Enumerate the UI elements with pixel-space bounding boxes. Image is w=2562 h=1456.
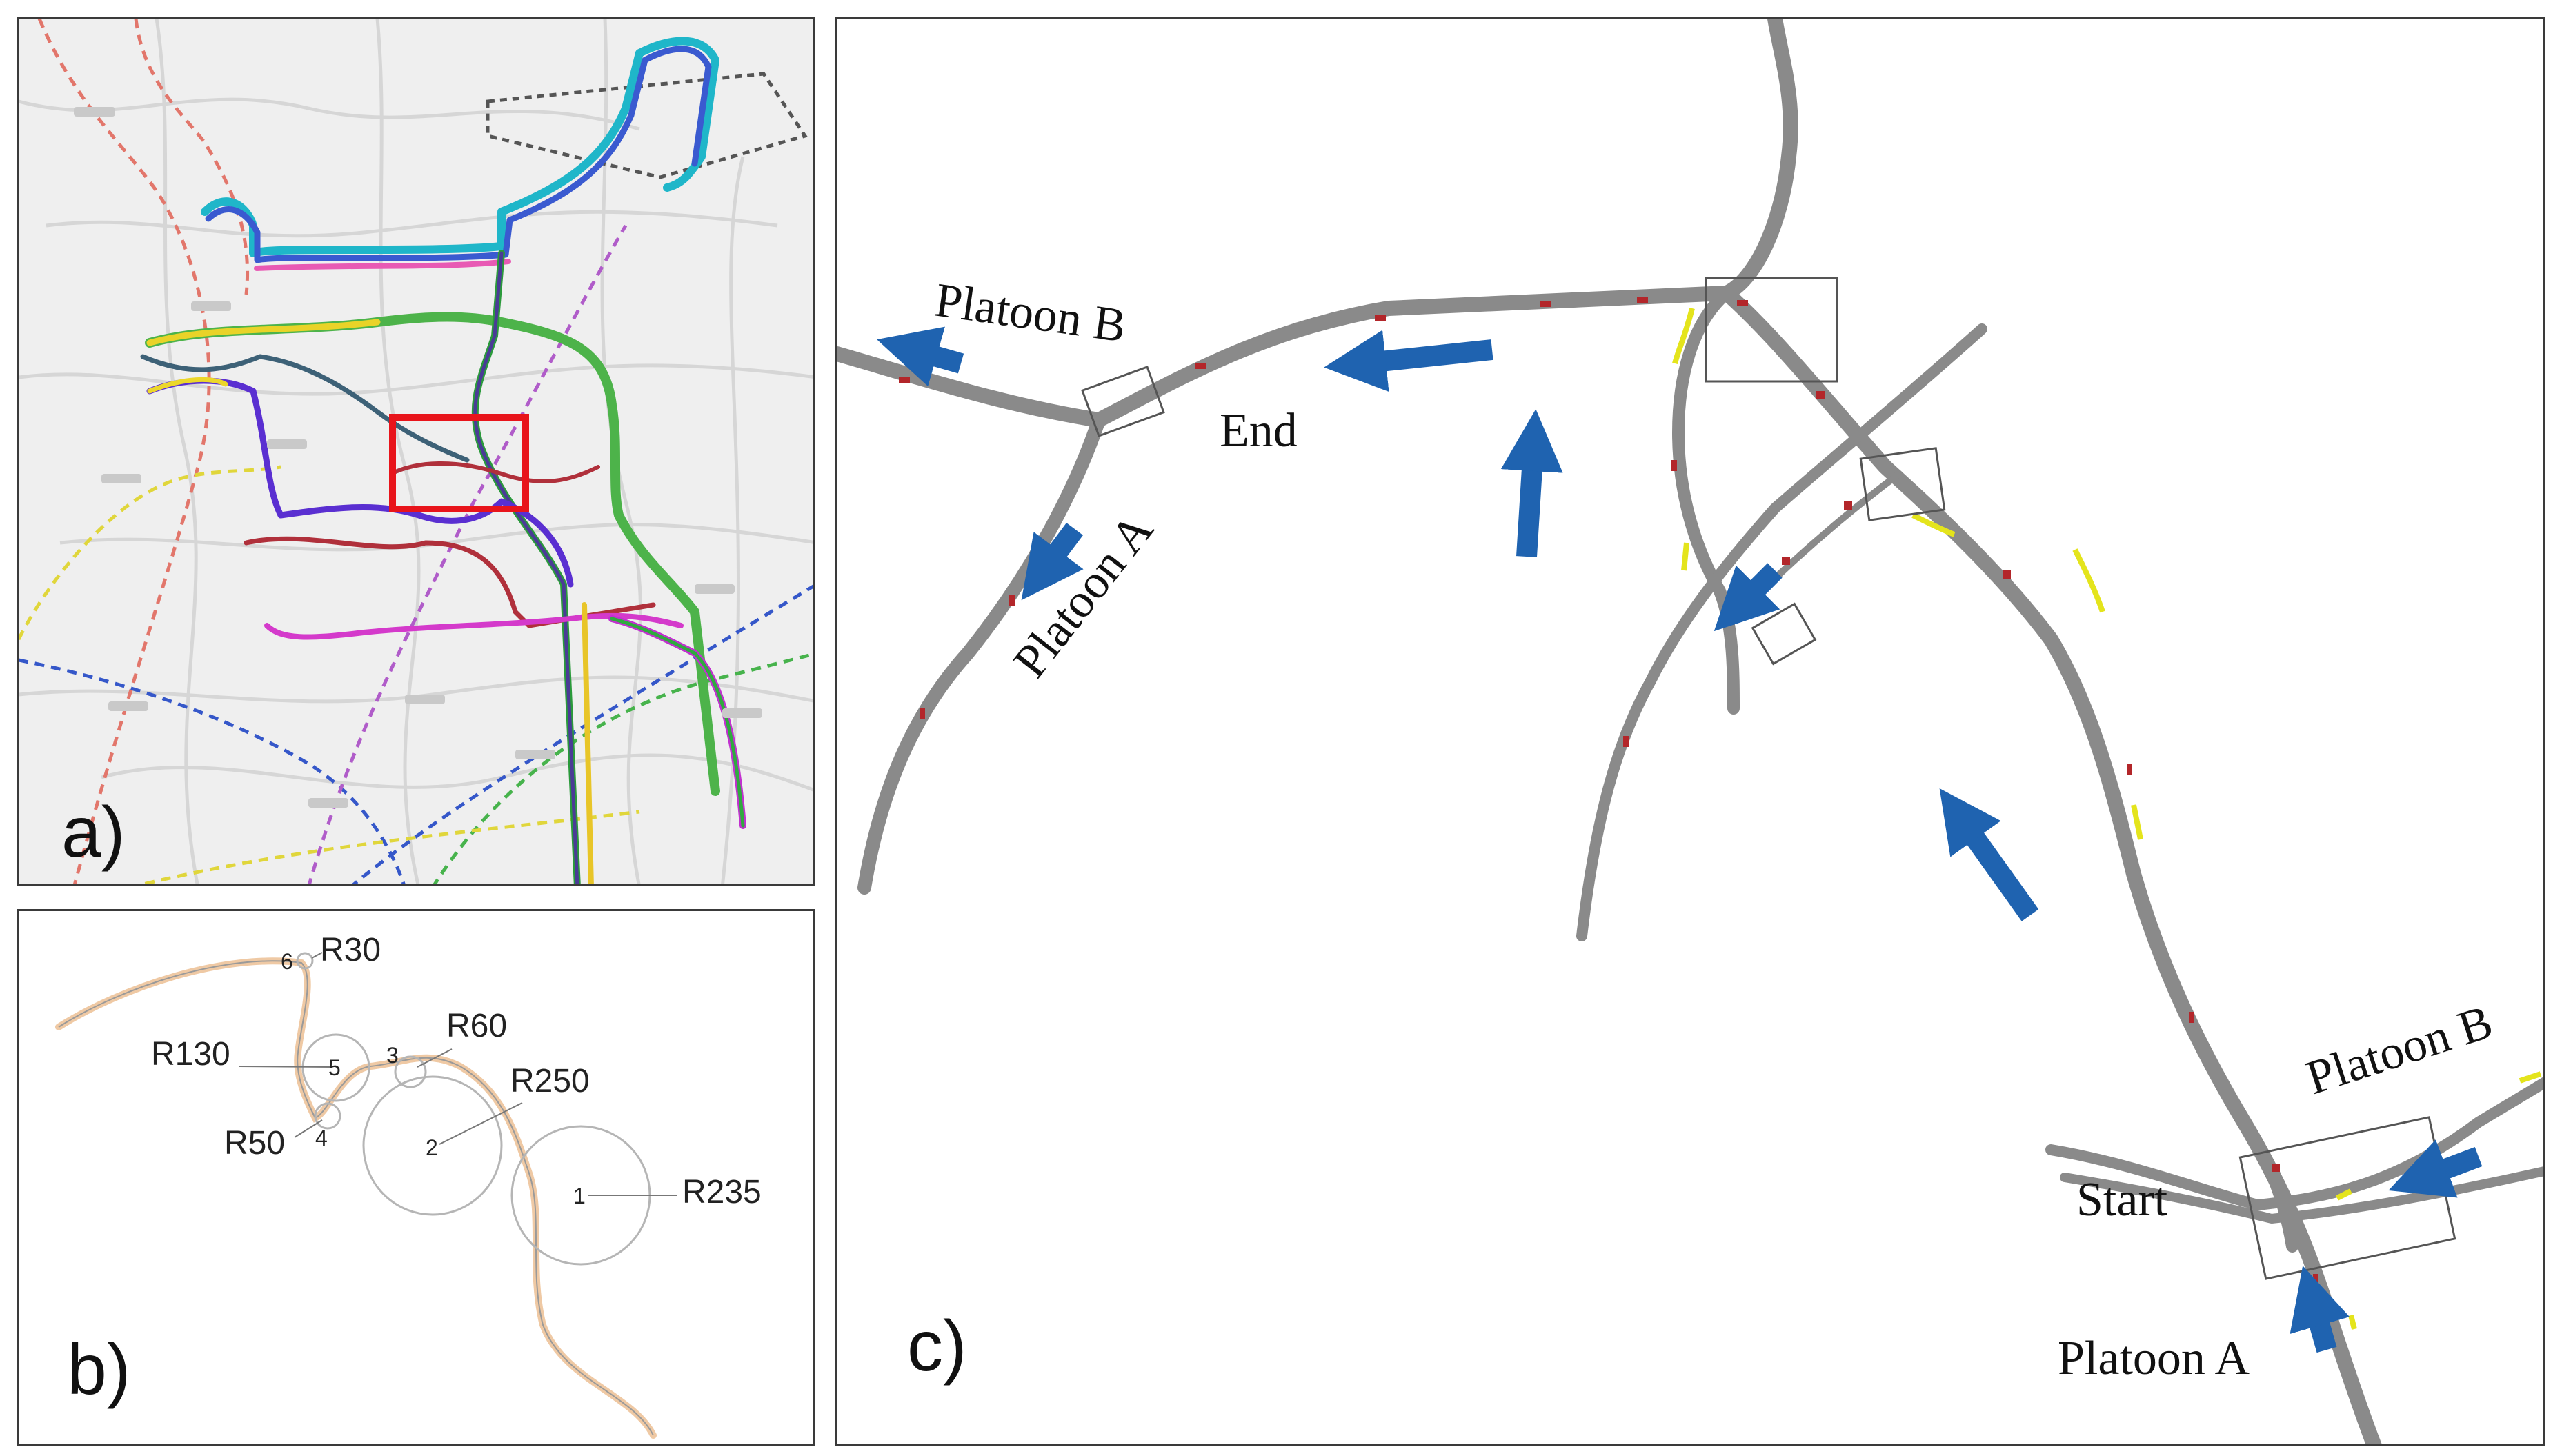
platoon-b-start-label: Platoon B [2300,995,2499,1105]
map-label-blocks [74,107,762,808]
panel-c-letter: c) [907,1306,967,1386]
study-area-highlight-box [389,414,529,512]
curve-2-circle [362,1075,503,1216]
transit-lines [19,19,813,884]
simulation-network: Platoon B Platoon A End Start Platoon B … [837,19,2543,1444]
arrow-main-westbound [1324,330,1493,392]
platoon-b-end-label: Platoon B [932,274,1129,353]
curve-3-number: 3 [386,1043,399,1068]
route-map: a) [19,19,813,884]
direction-arrows [877,326,2483,1353]
conflict-markings [1672,308,2542,1330]
arrow-cross-road [1714,563,1783,632]
curve-1-radius-label: R235 [682,1174,762,1210]
platoon-a-start-label: Platoon A [2058,1332,2250,1385]
route-centerline [55,957,657,1439]
curve-4-radius-label: R50 [224,1125,285,1161]
arrow-north-branch [1500,409,1563,557]
curve-6-radius-label: R30 [320,932,381,968]
arrow-platoon-b-entry [2388,1139,2483,1198]
arrow-platoon-b-exit [877,326,964,387]
road-network [837,19,2543,1444]
curve-5-radius-label: R130 [151,1036,230,1073]
curve-5-number: 5 [328,1055,341,1080]
north-intersection-box [1705,277,1838,383]
curve-6-circle [296,952,314,970]
leader-lines [239,952,677,1196]
arrow-corridor-northbound [1939,788,2039,921]
curve-2-number: 2 [426,1135,438,1160]
curve-radii-diagram: 1 2 3 4 5 6 R235 R250 R60 R50 R130 R30 b… [55,932,762,1439]
curve-5-circle [301,1033,370,1102]
curve-4-circle [314,1102,341,1130]
panel-a-route-map: a) [17,17,815,886]
end-label: End [1220,404,1298,457]
curve-1-number: 1 [573,1184,586,1208]
start-label: Start [2076,1173,2168,1226]
panel-b-letter: b) [67,1330,130,1410]
curvature-circles [296,952,651,1266]
curve-2-radius-label: R250 [510,1063,590,1099]
curve-3-radius-label: R60 [446,1008,507,1044]
bus-routes [140,37,746,884]
panel-a-letter: a) [61,792,125,872]
platoon-a-end-label: Platoon A [1004,503,1164,688]
curve-4-number: 4 [315,1126,328,1150]
panel-c-platoon-simulation: Platoon B Platoon A End Start Platoon B … [835,17,2545,1446]
middle-intersection-box [1859,447,1946,521]
arrow-platoon-a-entry [2290,1266,2350,1353]
end-intersection-box [1081,366,1165,437]
panel-b-curve-radii: 1 2 3 4 5 6 R235 R250 R60 R50 R130 R30 b… [17,909,815,1446]
south-intersection-box [1751,602,1817,666]
curve-6-number: 6 [281,949,293,974]
curve-3-circle [394,1055,427,1088]
arrow-platoon-a-exit [1021,523,1084,601]
